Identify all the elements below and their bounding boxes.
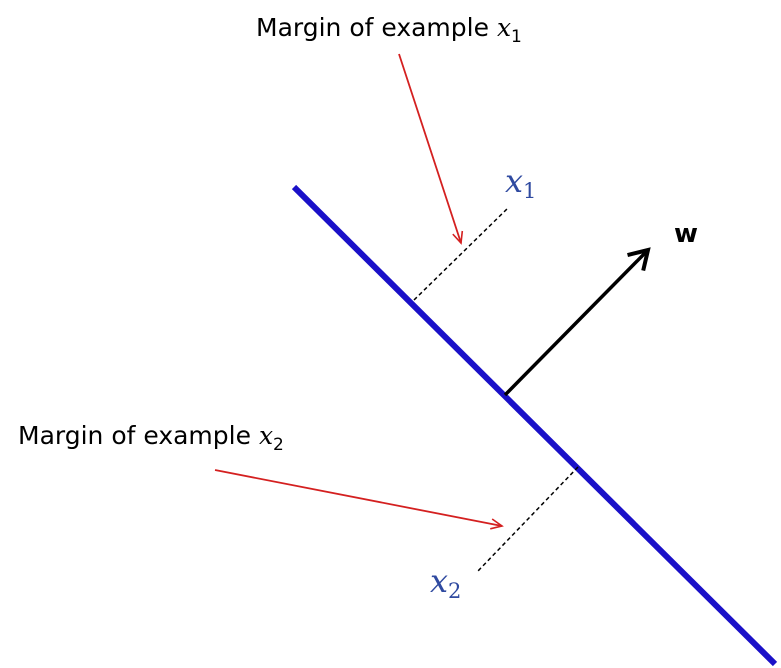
point-label-x2-sub: 2 xyxy=(448,579,461,603)
point-label-x2: x2 xyxy=(430,562,461,603)
weight-vector-arrow xyxy=(503,247,651,397)
point-label-x1-sub: 1 xyxy=(523,179,536,203)
annotation-arrow-x1 xyxy=(398,53,464,245)
margin-label-x2-var: x xyxy=(259,421,273,450)
separating-hyperplane xyxy=(291,184,778,667)
margin-label-x2: Margin of example x2 xyxy=(18,421,284,455)
point-label-x2-var: x xyxy=(430,562,448,600)
point-label-x1-var: x xyxy=(505,162,523,200)
margin-line-x1 xyxy=(413,206,510,301)
weight-vector-label: w xyxy=(674,219,698,249)
margin-label-x2-sub: 2 xyxy=(273,435,284,455)
margin-label-x1-sub: 1 xyxy=(511,27,522,47)
annotation-arrow-x2 xyxy=(214,469,504,530)
point-label-x1: x1 xyxy=(505,162,536,203)
margin-label-x1: Margin of example x1 xyxy=(256,13,522,47)
margin-label-x2-text: Margin of example xyxy=(18,421,259,450)
margin-line-x2 xyxy=(477,466,579,572)
margin-label-x1-var: x xyxy=(497,13,511,42)
margin-label-x1-text: Margin of example xyxy=(256,13,497,42)
